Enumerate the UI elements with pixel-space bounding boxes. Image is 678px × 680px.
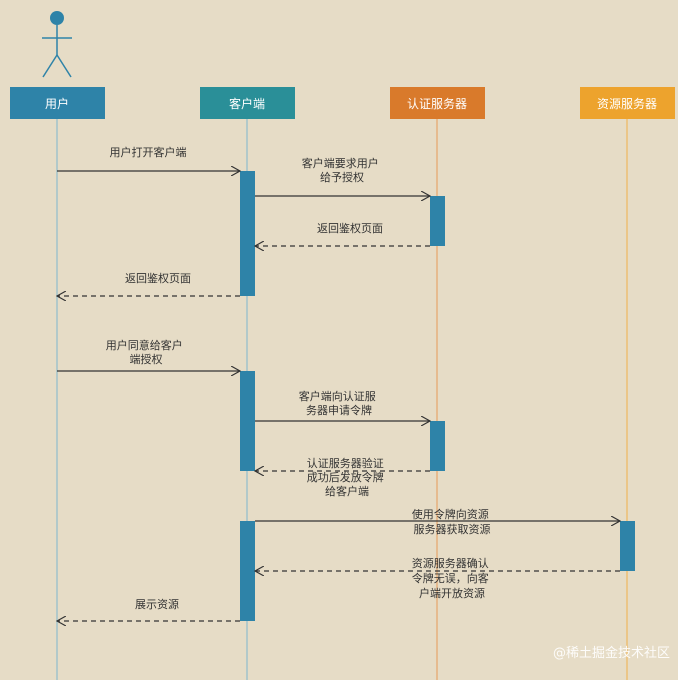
participant-auth: 认证服务器 <box>390 87 485 119</box>
message-label: 使用令牌向资源 服务器获取资源 <box>412 507 493 536</box>
message-label-line: 返回鉴权页面 <box>125 272 191 285</box>
message-label-line: 认证服务器验证 <box>307 456 384 470</box>
message-label-line: 客户端向认证服 <box>299 389 376 403</box>
activation-resource-1 <box>620 521 635 571</box>
message-label-line: 用户同意给客户 <box>106 338 183 352</box>
message-label: 用户打开客户端 <box>110 145 187 159</box>
participant-user: 用户 <box>10 87 105 119</box>
participant-resource: 资源服务器 <box>580 87 675 119</box>
activation-auth-1 <box>430 196 445 246</box>
participant-client-label: 客户端 <box>229 96 265 111</box>
message-label-line: 展示资源 <box>135 597 179 611</box>
message-label-line: 务器申请令牌 <box>306 403 372 417</box>
message-label-line: 给客户端 <box>325 484 369 498</box>
message-label: 展示资源 <box>135 597 179 611</box>
message-auth-issues-token: 认证服务器验证 成功后发放令牌 给客户端 <box>255 456 430 498</box>
activation-client-1 <box>240 171 255 296</box>
message-label-line: 用户打开客户端 <box>110 145 187 159</box>
message-user-grants-authorization: 用户同意给客户 端授权 <box>57 338 240 371</box>
message-resource-opens-resource: 资源服务器确认 令牌无误，向客 户端开放资源 <box>255 556 620 600</box>
message-label-line: 资源服务器确认 <box>412 556 489 570</box>
message-label: 资源服务器确认 令牌无误，向客 户端开放资源 <box>412 556 493 600</box>
message-label-line: 户端开放资源 <box>419 586 485 600</box>
message-label-line: 使用令牌向资源 <box>412 507 489 521</box>
participant-resource-label: 资源服务器 <box>597 96 657 111</box>
message-client-returns-auth-page: 返回鉴权页面 <box>57 272 240 296</box>
activation-auth-2 <box>430 421 445 471</box>
message-label: 用户同意给客户 端授权 <box>106 338 187 366</box>
participant-client: 客户端 <box>200 87 295 119</box>
activation-client-3 <box>240 521 255 621</box>
message-label: 返回鉴权页面 <box>125 272 191 285</box>
watermark-text: @稀土掘金技术社区 <box>553 645 670 661</box>
message-client-shows-resource: 展示资源 <box>57 597 240 621</box>
message-label: 返回鉴权页面 <box>317 222 383 235</box>
message-label: 认证服务器验证 成功后发放令牌 给客户端 <box>307 456 388 498</box>
actor-icon <box>42 11 72 78</box>
message-label: 客户端向认证服 务器申请令牌 <box>299 389 380 417</box>
message-label-line: 给予授权 <box>320 170 364 184</box>
message-client-requests-token: 客户端向认证服 务器申请令牌 <box>255 389 430 421</box>
message-user-opens-client: 用户打开客户端 <box>57 145 240 171</box>
message-label-line: 成功后发放令牌 <box>307 470 384 484</box>
activation-client-2 <box>240 371 255 471</box>
message-label: 客户端要求用户 给予授权 <box>302 156 383 184</box>
message-label-line: 返回鉴权页面 <box>317 222 383 235</box>
message-client-requests-resource: 使用令牌向资源 服务器获取资源 <box>255 507 620 536</box>
participant-auth-label: 认证服务器 <box>407 96 467 111</box>
message-label-line: 令牌无误，向客 <box>412 571 489 585</box>
message-label-line: 客户端要求用户 <box>302 156 379 170</box>
message-label-line: 服务器获取资源 <box>414 522 491 536</box>
message-client-requests-authorization: 客户端要求用户 给予授权 <box>255 156 430 196</box>
message-auth-returns-auth-page: 返回鉴权页面 <box>255 222 430 246</box>
participant-user-label: 用户 <box>45 96 69 111</box>
message-label-line: 端授权 <box>130 352 163 366</box>
